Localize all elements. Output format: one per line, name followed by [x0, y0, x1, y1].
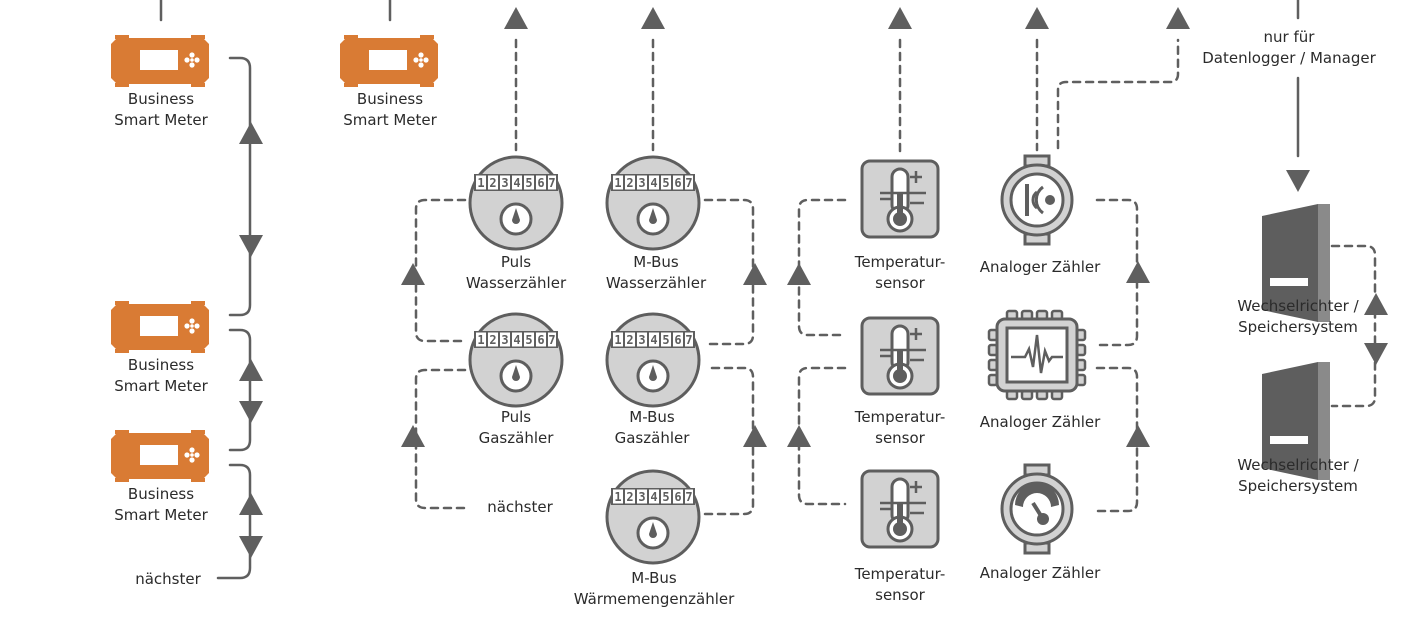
arrow-down-icon	[1286, 170, 1310, 192]
temperature-sensor-label: Temperatur-sensor	[854, 253, 946, 292]
flow-sensor-icon	[1000, 154, 1074, 246]
connection-line	[1056, 38, 1180, 150]
connection-line	[414, 368, 470, 510]
arrow-up-icon	[401, 425, 425, 447]
arrow-up-icon	[1364, 293, 1388, 315]
arrow-up-icon	[888, 7, 912, 29]
next-device-label: nächster	[487, 498, 553, 516]
inverter-label: Wechselrichter /Speichersystem	[1237, 297, 1359, 336]
arrow-up-icon	[239, 122, 263, 144]
arrow-up-icon	[239, 493, 263, 515]
signal-sensor-icon	[987, 309, 1087, 401]
connection-line	[703, 366, 755, 516]
arrow-up-icon	[1025, 7, 1049, 29]
smart-meter-icon	[340, 35, 438, 87]
arrow-up-icon	[787, 263, 811, 285]
gauge-icon	[1000, 463, 1074, 555]
gas-meter-icon	[468, 312, 564, 408]
water-meter-icon	[468, 155, 564, 251]
arrow-up-icon	[401, 263, 425, 285]
water-meter-icon	[605, 155, 701, 251]
analog-meter-label: Analoger Zähler	[979, 258, 1101, 276]
arrow-up-icon	[504, 7, 528, 29]
heat-meter-icon	[605, 469, 701, 565]
arrow-down-icon	[1364, 343, 1388, 365]
arrow-down-icon	[239, 401, 263, 423]
inverter-label: Wechselrichter /Speichersystem	[1237, 456, 1359, 495]
connection-line	[797, 198, 847, 337]
arrow-up-icon	[1126, 425, 1150, 447]
analog-meter-label: Analoger Zähler	[979, 564, 1101, 582]
arrow-down-icon	[239, 235, 263, 257]
connection-line	[1095, 198, 1139, 347]
thermometer-icon	[860, 316, 940, 396]
connection-line	[414, 198, 467, 343]
smart-meter-icon	[111, 35, 209, 87]
arrow-up-icon	[743, 263, 767, 285]
arrow-up-icon	[641, 7, 665, 29]
arrow-up-icon	[1126, 261, 1150, 283]
arrow-up-icon	[239, 359, 263, 381]
arrow-up-icon	[1166, 7, 1190, 29]
connection-line	[228, 56, 252, 317]
temperature-sensor-label: Temperatur-sensor	[854, 408, 946, 447]
next-device-label: nächster	[135, 570, 201, 588]
gas-meter-icon	[605, 312, 701, 408]
arrow-down-icon	[239, 536, 263, 558]
thermometer-icon	[860, 469, 940, 549]
connection-line	[797, 366, 847, 506]
analog-meter-label: Analoger Zähler	[979, 413, 1101, 431]
smart-meter-icon	[111, 430, 209, 482]
connection-line	[216, 463, 252, 580]
connection-line	[228, 328, 252, 452]
smart-meter-icon	[111, 301, 209, 353]
thermometer-icon	[860, 159, 940, 239]
arrow-up-icon	[787, 425, 811, 447]
connection-line	[703, 198, 755, 346]
arrow-up-icon	[743, 425, 767, 447]
connection-line	[1330, 244, 1377, 408]
temperature-sensor-label: Temperatur-sensor	[854, 565, 946, 604]
